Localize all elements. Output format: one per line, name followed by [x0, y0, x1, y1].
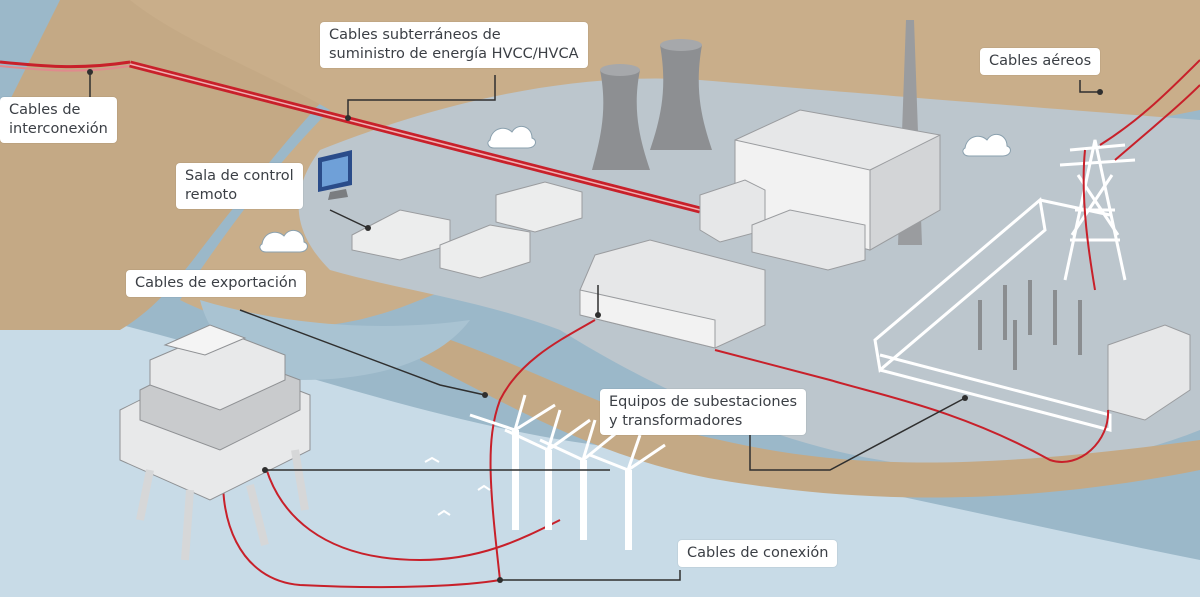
drop-cable [1082, 149, 1096, 291]
label-line: Cables de [9, 102, 81, 118]
leader-dots [87, 69, 1103, 583]
label-line: suministro de energía HVCC/HVCA [329, 46, 579, 62]
label-line: remoto [185, 187, 238, 203]
substation-cable [714, 349, 1110, 463]
label-sala-control: Sala de control remoto [176, 163, 303, 209]
cooling-tower-1 [592, 70, 650, 170]
overhead-cable-1 [1099, 59, 1200, 146]
label-cables-interconexion: Cables de interconexión [0, 97, 117, 143]
interconnection-cable [0, 60, 131, 69]
export-cable [489, 319, 596, 581]
control-buildings [351, 181, 583, 279]
cooling-tower-2-top [660, 39, 702, 51]
underground-cable-highlight [129, 63, 701, 211]
cooling-tower-1-top [600, 64, 640, 76]
offshore-platform [119, 324, 311, 561]
label-line: Cables de exportación [135, 275, 297, 291]
birds [424, 456, 491, 516]
label-cables-conexion: Cables de conexión [678, 540, 838, 567]
connection-cable-1 [259, 439, 561, 562]
label-line: interconexión [9, 121, 108, 137]
power-plant [699, 109, 941, 271]
monitor-glyph [318, 150, 352, 200]
substation-fence [873, 197, 1112, 432]
label-cables-exportacion: Cables de exportación [126, 270, 306, 297]
insulators [978, 280, 1082, 370]
sand-lower [420, 330, 1200, 498]
label-line: y transformadores [609, 413, 743, 429]
substation-building [579, 239, 766, 349]
interconnection-cable-2 [0, 65, 131, 72]
connection-cable-2 [221, 449, 501, 589]
label-cables-subterraneos: Cables subterráneos de suministro de ene… [320, 22, 588, 68]
cooling-tower-2 [650, 45, 712, 150]
leader-lines [89, 72, 1100, 581]
label-line: Sala de control [185, 168, 294, 184]
label-line: Equipos de subestaciones [609, 394, 798, 410]
label-line: Cables subterráneos de [329, 27, 501, 43]
clouds [259, 125, 1011, 253]
label-line: Cables de conexión [687, 545, 829, 561]
label-equipos-subestaciones: Equipos de subestaciones y transformador… [600, 389, 807, 435]
wind-turbines [469, 394, 666, 550]
label-line: Cables aéreos [989, 53, 1092, 69]
overhead-cable-2 [1114, 84, 1200, 161]
label-cables-aereos: Cables aéreos [980, 48, 1101, 75]
